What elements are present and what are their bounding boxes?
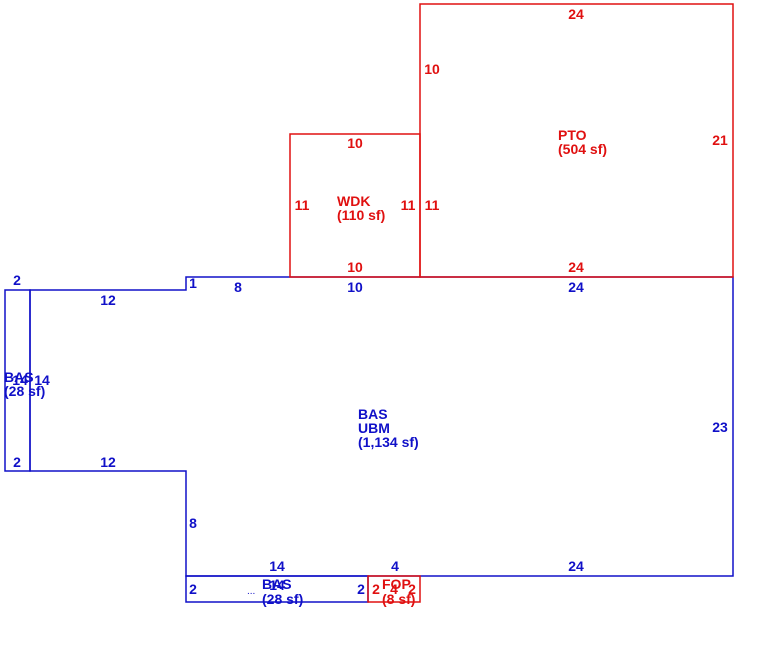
pto-top-dim: 24: [568, 6, 584, 22]
main-bottom-c-dim: 24: [568, 558, 584, 574]
bottom-b-dim: 14: [269, 577, 285, 593]
wdk-right-dim: 11: [401, 197, 416, 213]
left-top-dim: 2: [13, 272, 21, 288]
main-bottom-a-dim: 14: [269, 558, 285, 574]
pto-left-dim: 10: [424, 61, 440, 77]
main-bas-outline: [29, 276, 734, 577]
bottom-right-dim: 2: [357, 581, 365, 597]
main-bottom-b-dim: 4: [391, 558, 399, 574]
dots-mark: ...: [247, 586, 255, 597]
pto-size: (504 sf): [558, 141, 607, 157]
fop-left-dim: 2: [372, 581, 380, 597]
main-size: (1,134 sf): [358, 434, 419, 450]
bas-outlines: [4, 276, 734, 603]
fop-code: FOP: [382, 576, 411, 592]
main-left-lower-dim: 12: [100, 454, 116, 470]
bottom-code: BAS: [262, 576, 292, 592]
left-side-dim: 14: [12, 372, 28, 388]
fop-outline: [367, 575, 421, 603]
main-code: BAS: [358, 406, 388, 422]
wdk-outline: [289, 133, 421, 278]
left-size: (28 sf): [4, 383, 45, 399]
wdk-code: WDK: [337, 193, 370, 209]
pto-right-dim: 21: [712, 132, 728, 148]
main-top-c-dim: 10: [347, 279, 363, 295]
left-bas-outline: [4, 289, 31, 472]
fop-mid-dim: 4: [390, 581, 398, 597]
bottom-left-dim: 2: [189, 581, 197, 597]
main-sub: UBM: [358, 420, 390, 436]
wdk-size: (110 sf): [337, 207, 385, 223]
main-right-dim: 23: [712, 419, 728, 435]
left-code: BAS: [4, 369, 34, 385]
fop-right-dim: 2: [408, 581, 416, 597]
main-step-dim: 8: [189, 515, 197, 531]
pto-bottom-dim: 24: [568, 259, 584, 275]
main-top-a-dim: 1: [189, 275, 197, 291]
wdk-right-outer-dim: 11: [425, 197, 440, 213]
pto-code: PTO: [558, 127, 587, 143]
left-bottom-dim: 2: [13, 454, 21, 470]
fop-size: (8 sf): [382, 591, 415, 607]
wdk-bottom-dim: 10: [347, 259, 363, 275]
main-left-upper-dim: 12: [100, 292, 116, 308]
main-top-d-dim: 24: [568, 279, 584, 295]
bottom-size: (28 sf): [262, 591, 303, 607]
left-side-b-dim: 14: [34, 372, 50, 388]
main-top-b-dim: 8: [234, 279, 242, 295]
red-outlines: [289, 3, 734, 603]
wdk-top-dim: 10: [347, 135, 363, 151]
wdk-left-dim: 11: [295, 197, 310, 213]
